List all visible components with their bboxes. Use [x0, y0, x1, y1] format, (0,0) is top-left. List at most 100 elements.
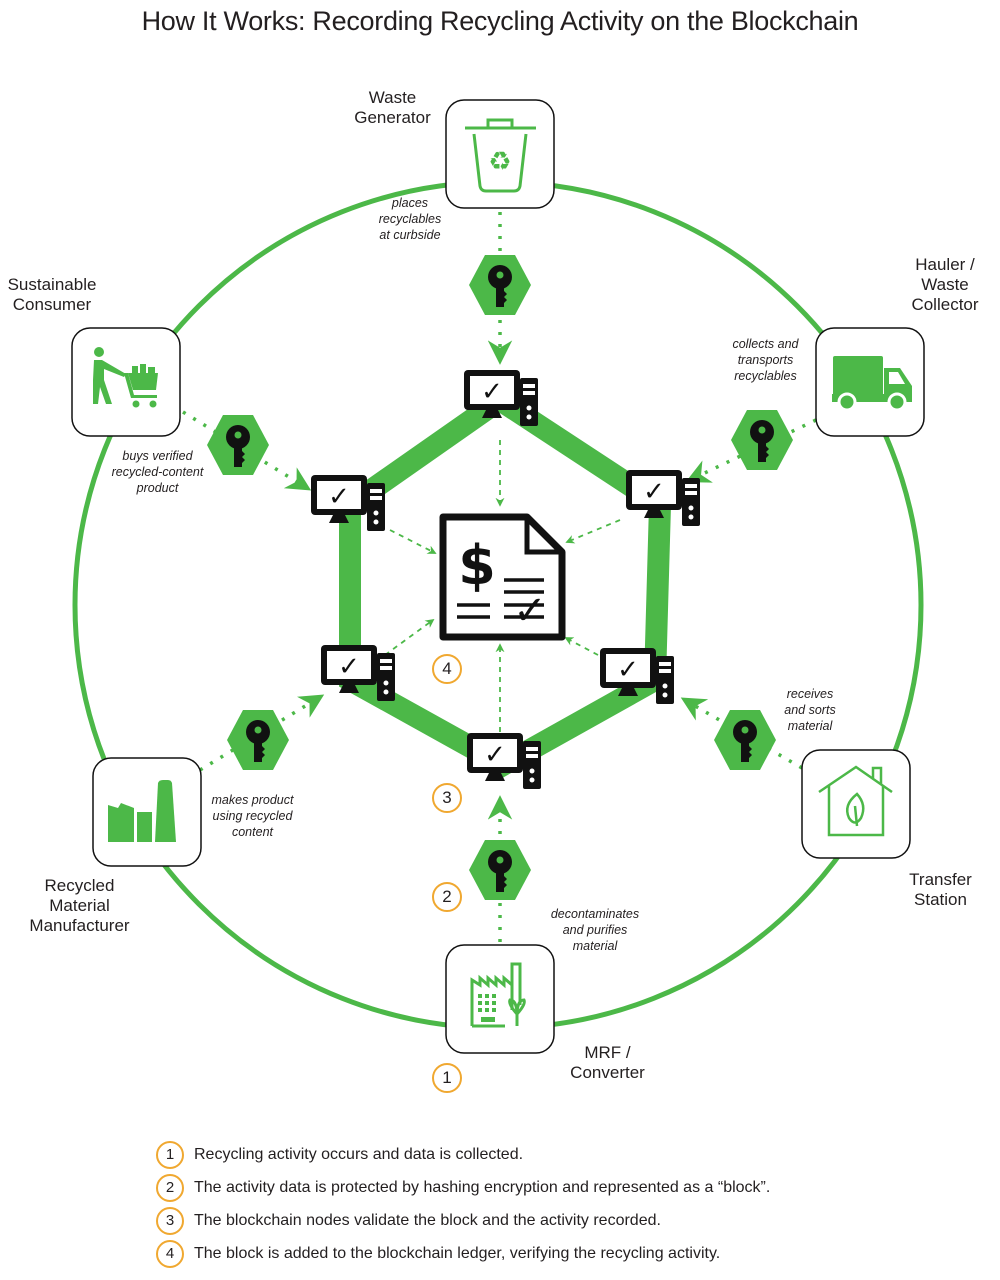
key-icon	[227, 710, 289, 770]
caption-line: and sorts	[784, 703, 836, 717]
action-caption-hauler: collects and transports recyclables	[718, 336, 813, 384]
node-upper-left: ✓	[311, 475, 385, 531]
label-line: Station	[914, 890, 967, 909]
label-line: Collector	[911, 295, 979, 314]
label-line: Converter	[570, 1063, 645, 1082]
caption-line: and purifies	[562, 923, 628, 937]
label-line: Waste	[368, 88, 417, 107]
label-line: Manufacturer	[29, 916, 130, 935]
caption-line: makes product	[211, 793, 294, 807]
caption-line: recycled-content	[111, 465, 204, 479]
caption-line: transports	[737, 353, 794, 367]
checkmark-icon: ✓	[484, 740, 506, 770]
legend-item: 4 The block is added to the blockchain l…	[156, 1237, 770, 1270]
caption-line: material	[787, 719, 833, 733]
legend-text: Recycling activity occurs and data is co…	[194, 1145, 524, 1163]
shopper-cart-icon	[93, 347, 158, 408]
participant-label-manufacturer: Recycled Material Manufacturer	[22, 876, 137, 936]
caption-line: places	[391, 196, 429, 210]
key-icon	[469, 840, 531, 900]
caption-line: recyclables	[378, 212, 442, 226]
action-caption-waste-generator: places recyclables at curbside	[360, 195, 460, 243]
node-top: ✓	[464, 370, 538, 426]
page-title: How It Works: Recording Recycling Activi…	[141, 6, 859, 36]
label-line: Hauler /	[915, 255, 975, 274]
label-line: Consumer	[12, 295, 92, 314]
participant-box-consumer	[71, 327, 181, 437]
participant-box-mrf	[445, 944, 555, 1054]
caption-line: product	[136, 481, 179, 495]
label-line: Generator	[354, 108, 431, 127]
blockchain-diagram: ✓ ✓ ✓ ✓ ✓ ✓ $ ✓ ♻	[71, 99, 925, 1054]
label-line: Waste	[921, 275, 969, 294]
action-caption-transfer-station: receives and sorts material	[770, 686, 850, 734]
participant-box-hauler	[815, 327, 925, 437]
legend-text: The blockchain nodes validate the block …	[194, 1211, 661, 1229]
caption-line: material	[572, 939, 618, 953]
node-link-upper-left	[389, 529, 437, 554]
dollar-icon: $	[458, 534, 496, 597]
label-line: Recycled	[44, 876, 115, 895]
step-badge-3: 3	[432, 783, 462, 813]
key-icon	[731, 410, 793, 470]
caption-line: recyclables	[734, 369, 797, 383]
action-caption-consumer: buys verified recycled-content product	[100, 448, 215, 496]
label-line: Sustainable	[7, 275, 97, 294]
legend: 1 Recycling activity occurs and data is …	[156, 1138, 770, 1270]
checkmark-icon: ✓	[643, 477, 665, 507]
house-leaf-icon	[818, 765, 893, 837]
factory-plant-icon	[470, 962, 526, 1028]
node-upper-right: ✓	[626, 470, 700, 526]
node-lower-left: ✓	[321, 645, 395, 701]
truck-icon	[832, 356, 912, 412]
node-bottom: ✓	[467, 733, 541, 789]
step-badge-1: 1	[432, 1063, 462, 1093]
legend-badge: 3	[156, 1206, 184, 1235]
action-caption-mrf: decontaminates and purifies material	[540, 906, 650, 954]
participant-label-mrf: MRF / Converter	[555, 1043, 660, 1083]
caption-line: using recycled	[212, 809, 293, 823]
label-line: Material	[49, 896, 110, 915]
participant-label-transfer-station: Transfer Station	[893, 870, 988, 910]
key-icon	[469, 255, 531, 315]
legend-item: 2 The activity data is protected by hash…	[156, 1171, 770, 1204]
participant-box-manufacturer	[92, 757, 202, 867]
node-link-lower-right	[564, 637, 599, 656]
node-link-lower-left	[384, 618, 435, 656]
svg-text:♻: ♻	[488, 147, 511, 177]
node-lower-right: ✓	[600, 648, 674, 704]
factory-icon	[108, 780, 176, 842]
step-badge-2: 2	[432, 882, 462, 912]
caption-line: collects and	[732, 337, 799, 351]
step-badge-4: 4	[432, 654, 462, 684]
action-caption-manufacturer: makes product using recycled content	[200, 792, 305, 840]
legend-badge: 1	[156, 1140, 184, 1169]
caption-line: buys verified	[122, 449, 193, 463]
legend-badge: 2	[156, 1173, 184, 1202]
participant-box-waste-generator: ♻	[445, 99, 555, 209]
recycle-bin-icon: ♻	[465, 118, 536, 193]
checkmark-icon: ✓	[338, 652, 360, 682]
participant-box-transfer-station	[801, 749, 911, 859]
participant-label-consumer: Sustainable Consumer	[2, 275, 102, 315]
participant-label-hauler: Hauler / Waste Collector	[895, 255, 995, 315]
node-link-upper-right	[565, 519, 621, 544]
legend-badge: 4	[156, 1239, 184, 1268]
key-icon	[207, 415, 269, 475]
legend-item: 1 Recycling activity occurs and data is …	[156, 1138, 770, 1171]
legend-item: 3 The blockchain nodes validate the bloc…	[156, 1204, 770, 1237]
caption-line: receives	[786, 687, 834, 701]
legend-text: The activity data is protected by hashin…	[194, 1178, 771, 1196]
checkmark-icon: ✓	[328, 482, 350, 512]
checkmark-icon: ✓	[481, 377, 503, 407]
label-line: MRF /	[584, 1043, 631, 1062]
caption-line: content	[231, 825, 273, 839]
caption-line: at curbside	[379, 228, 441, 242]
ledger-document-icon: $ ✓	[439, 513, 566, 641]
caption-line: decontaminates	[550, 907, 640, 921]
label-line: Transfer	[909, 870, 972, 889]
checkmark-icon: ✓	[513, 588, 547, 634]
participant-label-waste-generator: Waste Generator	[345, 88, 440, 128]
key-icon	[714, 710, 776, 770]
checkmark-icon: ✓	[617, 655, 639, 685]
